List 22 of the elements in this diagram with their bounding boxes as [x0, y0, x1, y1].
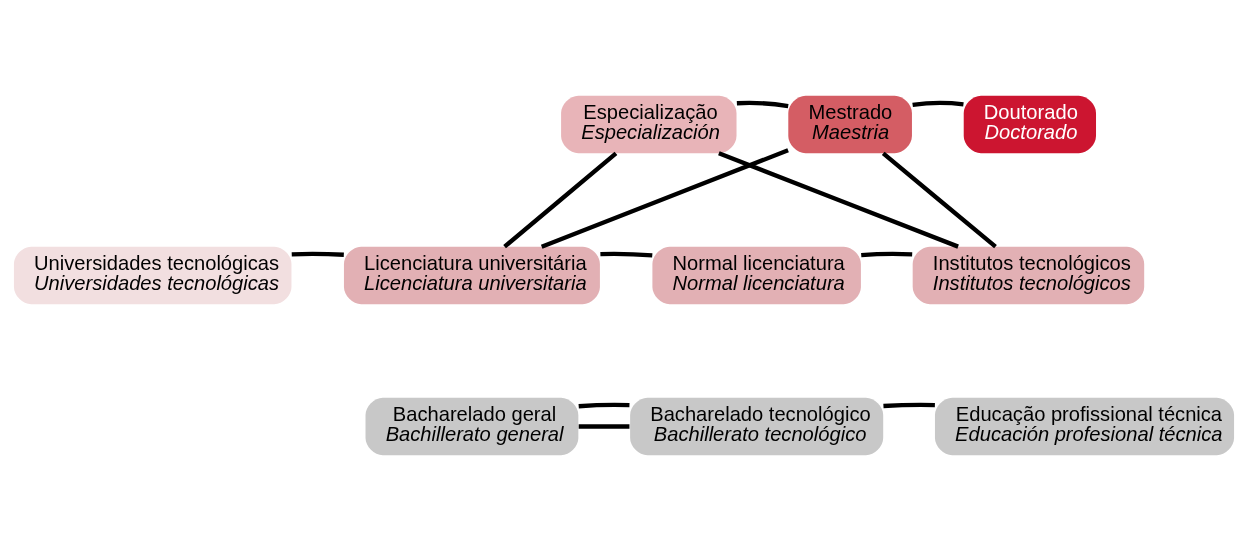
connector	[540, 148, 789, 249]
connector	[291, 251, 344, 257]
node-box: Normal licenciatura Normal licenciatura	[652, 246, 861, 305]
connector	[578, 424, 630, 429]
node-box: Bacharelado geral Bachillerato general	[365, 397, 579, 456]
node-box: Doutorado Doctorado	[963, 95, 1096, 154]
node-box: Universidades tecnológicas Universidades tecnológicas	[13, 246, 292, 305]
node-box: Especialização Especialización	[561, 95, 737, 154]
connector	[503, 151, 618, 249]
connector	[861, 251, 913, 258]
connector	[736, 100, 789, 109]
connector	[718, 151, 959, 249]
connector	[912, 100, 964, 108]
node-box: Mestrado Maestria	[788, 95, 912, 154]
node-box: Institutos tecnológicos Institutos tecnológicos	[912, 246, 1145, 305]
connector	[883, 402, 935, 409]
node-box: Bacharelado tecnológico Bachillerato tecnológico	[630, 397, 884, 456]
connector	[881, 151, 997, 249]
node-box: Licenciatura universitária Licenciatura universitaria	[343, 246, 600, 305]
connector	[600, 251, 653, 258]
connector	[578, 402, 630, 409]
node-box: Educação profissional técnica Educación profesional técnica	[934, 397, 1235, 456]
